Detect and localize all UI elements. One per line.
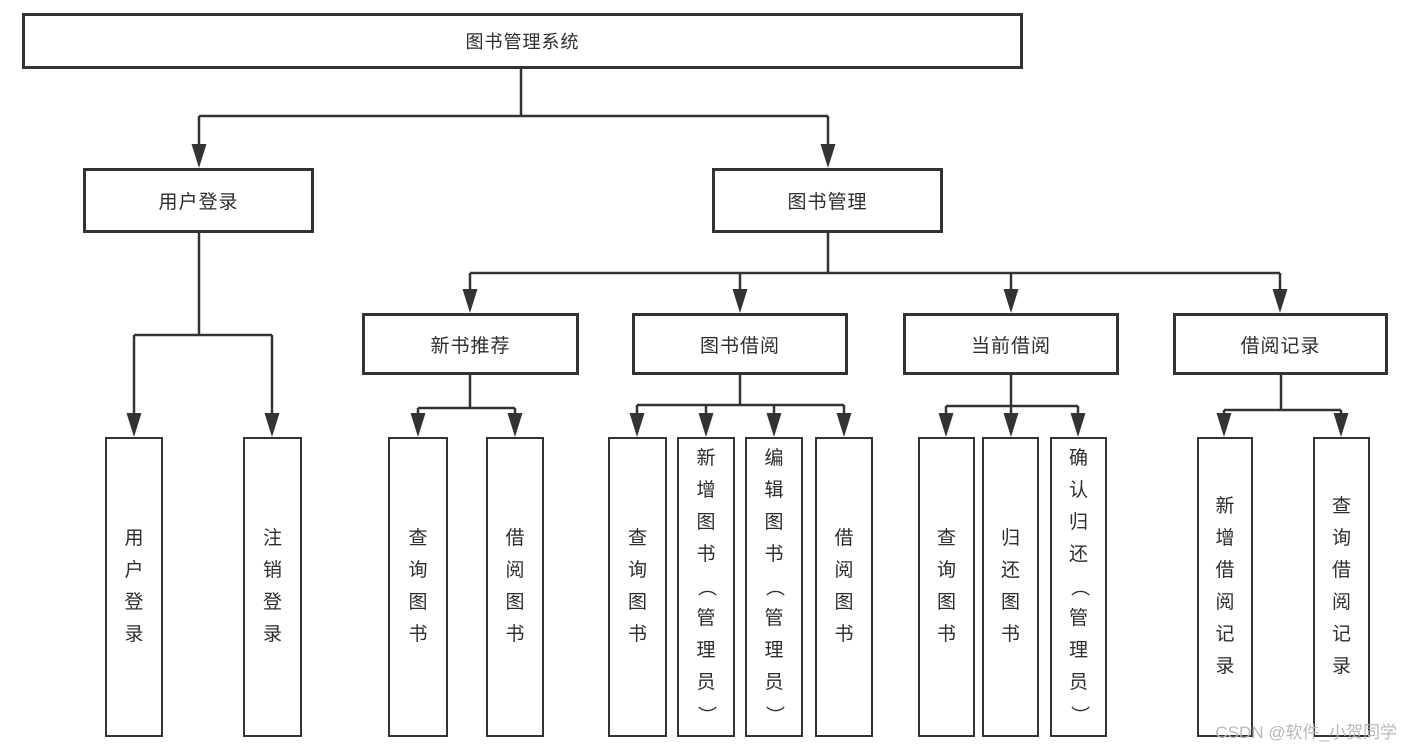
arrowhead-icon xyxy=(1216,413,1232,437)
arrowhead-icon xyxy=(820,144,836,168)
node-label: 归还图书 xyxy=(1000,528,1020,645)
arrowhead-icon xyxy=(1272,289,1288,313)
arrowhead-icon xyxy=(1003,289,1019,313)
node-label: 确认归还（管理员） xyxy=(1068,448,1090,725)
node-cb-confirm-return: 确认归还（管理员） xyxy=(1050,437,1107,737)
arrowhead-icon xyxy=(462,289,478,313)
node-bb-add-book: 新增图书（管理员） xyxy=(677,437,735,737)
arrowhead-icon xyxy=(410,413,426,437)
arrowhead-icon xyxy=(507,413,523,437)
node-bb-borrow-book: 借阅图书 xyxy=(815,437,873,737)
arrowhead-icon xyxy=(1333,413,1349,437)
arrowhead-icon xyxy=(126,413,142,437)
node-label: 新增借阅记录 xyxy=(1215,496,1235,677)
node-user-login: 用户登录 xyxy=(83,168,314,233)
node-logout: 注销登录 xyxy=(243,437,302,737)
node-book-manage: 图书管理 xyxy=(712,168,943,233)
node-cb-query-book: 查询图书 xyxy=(918,437,975,737)
node-label: 图书借阅 xyxy=(699,335,780,357)
node-br-query-record: 查询借阅记录 xyxy=(1313,437,1370,737)
node-label: 用户登录 xyxy=(124,528,144,645)
node-nb-query-book: 查询图书 xyxy=(388,437,448,737)
node-label: 查询图书 xyxy=(408,528,428,645)
node-label: 借阅记录 xyxy=(1240,335,1321,357)
node-nb-borrow-book: 借阅图书 xyxy=(486,437,544,737)
arrowhead-icon xyxy=(191,144,207,168)
node-label: 图书管理 xyxy=(787,192,868,213)
node-bb-edit-book: 编辑图书（管理员） xyxy=(745,437,803,737)
node-current-borrow: 当前借阅 xyxy=(903,313,1119,375)
node-label: 编辑图书（管理员） xyxy=(763,448,785,725)
arrowhead-icon xyxy=(629,413,645,437)
node-label: 图书管理系统 xyxy=(465,32,580,52)
node-login: 用户登录 xyxy=(105,437,163,737)
arrowhead-icon xyxy=(732,289,748,313)
node-label: 查询借阅记录 xyxy=(1331,496,1351,677)
arrowhead-icon xyxy=(1003,413,1019,437)
node-label: 注销登录 xyxy=(262,528,282,645)
node-cb-return-book: 归还图书 xyxy=(982,437,1039,737)
node-book-borrow: 图书借阅 xyxy=(632,313,848,375)
node-root: 图书管理系统 xyxy=(22,13,1023,69)
node-label: 用户登录 xyxy=(158,192,239,213)
node-label: 新增图书（管理员） xyxy=(695,448,717,725)
arrowhead-icon xyxy=(264,413,280,437)
node-label: 借阅图书 xyxy=(834,528,854,645)
watermark: CSDN @软件_小贺同学 xyxy=(1215,723,1397,742)
node-br-add-record: 新增借阅记录 xyxy=(1197,437,1253,737)
node-borrow-record: 借阅记录 xyxy=(1173,313,1388,375)
node-bb-query-book: 查询图书 xyxy=(608,437,667,737)
arrowhead-icon xyxy=(836,413,852,437)
arrowhead-icon xyxy=(698,413,714,437)
node-new-book-recommend: 新书推荐 xyxy=(362,313,579,375)
node-label: 借阅图书 xyxy=(505,528,525,645)
node-label: 新书推荐 xyxy=(430,335,511,357)
arrowhead-icon xyxy=(766,413,782,437)
node-label: 查询图书 xyxy=(936,528,956,645)
arrowhead-icon xyxy=(938,413,954,437)
arrowhead-icon xyxy=(1070,413,1086,437)
node-label: 当前借阅 xyxy=(970,335,1051,357)
node-label: 查询图书 xyxy=(627,528,647,645)
